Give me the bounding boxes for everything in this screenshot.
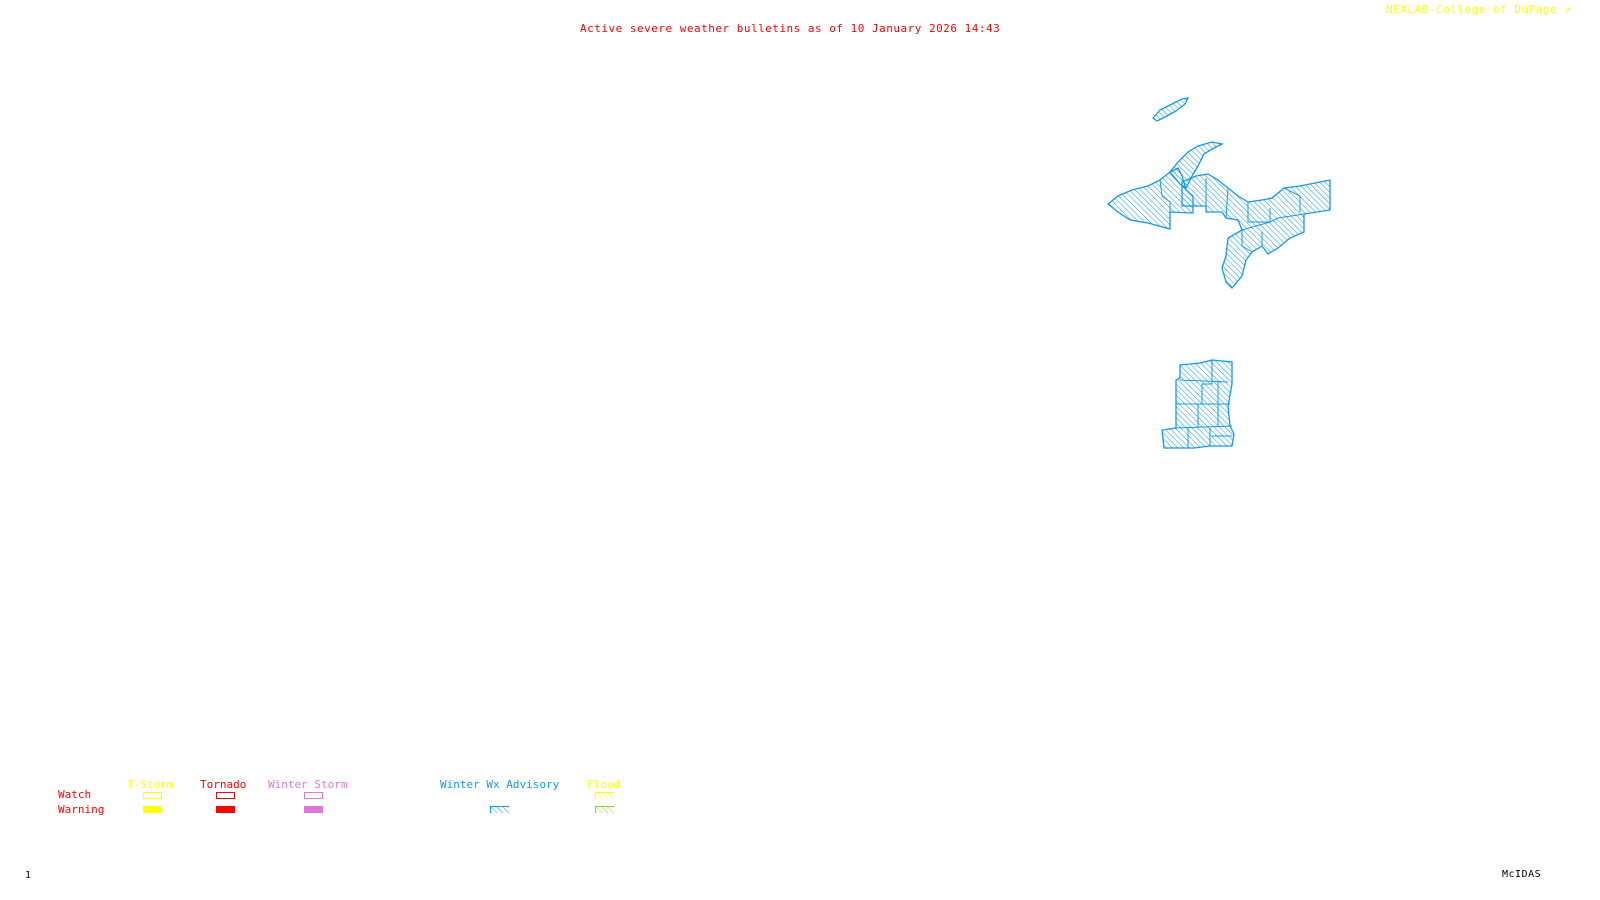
map-title: Active severe weather bulletins as of 10… (580, 22, 1001, 35)
swatch-flood-watch (595, 792, 614, 799)
swatch-tstorm-watch (143, 792, 162, 799)
county-lines-up (1159, 178, 1305, 253)
legend-row-warning: Warning (58, 803, 105, 816)
swatch-winter-wx-advisory (490, 806, 509, 813)
advisory-area-isle-royale (1152, 97, 1190, 122)
legend-header-winter-wx-advisory: Winter Wx Advisory (440, 778, 560, 791)
legend-header-winter-storm: Winter Storm (268, 778, 348, 791)
swatch-winter-storm-watch (304, 792, 323, 799)
swatch-tstorm-warning (143, 806, 162, 813)
legend-header-tstorm: T-Storm (127, 778, 174, 791)
legend-header-flood: Flood (587, 778, 621, 791)
frame-number: 1 (25, 870, 32, 881)
advisory-area-central-up (1181, 173, 1331, 289)
software-label: McIDAS (1502, 869, 1542, 880)
county-lines-lower (1175, 360, 1233, 448)
credit-label: NEXLAB-College of DuPage ↗ (1386, 4, 1571, 16)
legend-row-watch: Watch (58, 788, 92, 801)
swatch-flood-warning (595, 806, 614, 813)
legend-header-tornado: Tornado (200, 778, 247, 791)
credit-text: NEXLAB-College of DuPage (1386, 3, 1557, 16)
swatch-tornado-warning (216, 806, 235, 813)
logo-icon: ↗ (1556, 3, 1572, 16)
swatch-tornado-watch (216, 792, 235, 799)
swatch-winter-storm-warning (304, 806, 323, 813)
